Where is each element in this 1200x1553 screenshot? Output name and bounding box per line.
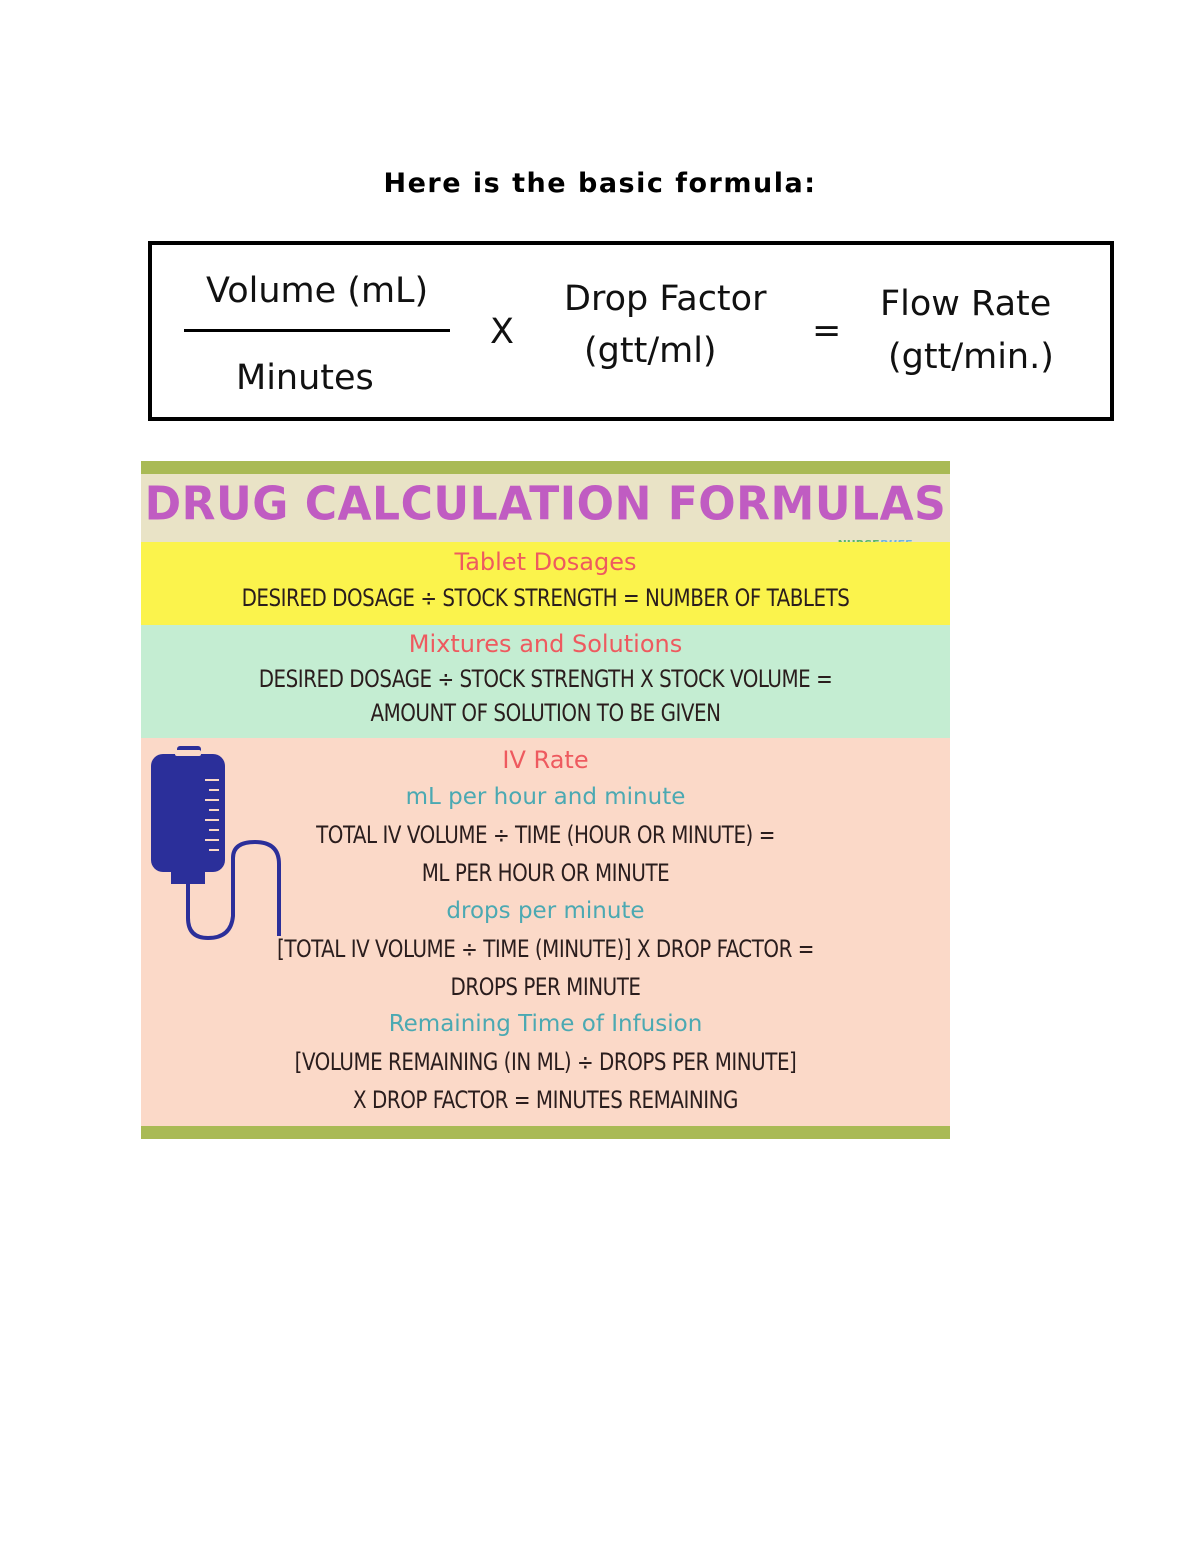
formula-flow-rate-unit: (gtt/min.) [888,337,1054,377]
drug-calculation-poster: DRUG CALCULATION FORMULAS NURSEBUFF Tabl… [141,461,950,1139]
ml-per-hour-heading: mL per hour and minute [405,784,686,810]
mixtures-formula-line2: AMOUNT OF SOLUTION TO BE GIVEN [370,699,721,727]
iv-bag-icon [151,746,281,941]
poster-title-strip [141,474,950,542]
formula-drop-factor-unit: (gtt/ml) [584,331,717,371]
flow-rate-formula-box: Volume (mL) Minutes X Drop Factor (gtt/m… [148,241,1114,421]
tablet-formula: DESIRED DOSAGE ÷ STOCK STRENGTH = NUMBER… [241,584,850,612]
formula-heading: Here is the basic formula: [383,168,817,199]
tablet-dosages-section: Tablet Dosages DESIRED DOSAGE ÷ STOCK ST… [141,542,950,625]
formula-equals-sign: = [812,311,842,351]
drops-formula-line2: DROPS PER MINUTE [450,973,641,1001]
formula-drop-factor: Drop Factor [564,279,767,319]
iv-bag-port [171,872,205,884]
mixtures-heading: Mixtures and Solutions [408,630,683,658]
mixtures-formula-line1: DESIRED DOSAGE ÷ STOCK STRENGTH X STOCK … [258,665,833,693]
drops-per-minute-heading: drops per minute [446,898,645,924]
poster-bottom-bar [141,1126,950,1139]
formula-denominator: Minutes [236,358,374,398]
iv-rate-section: IV Rate mL per hour and minute TOTAL IV … [141,738,950,1126]
formula-numerator: Volume (mL) [206,271,429,311]
remaining-time-heading: Remaining Time of Infusion [388,1011,703,1037]
mixtures-section: Mixtures and Solutions DESIRED DOSAGE ÷ … [141,625,950,738]
formula-flow-rate: Flow Rate [880,284,1052,324]
remaining-formula-line2: X DROP FACTOR = MINUTES REMAINING [353,1086,738,1114]
formula-times-sign: X [490,312,514,352]
tablet-heading: Tablet Dosages [454,548,637,576]
iv-tube [186,839,281,941]
drops-formula-line1: [TOTAL IV VOLUME ÷ TIME (MINUTE)] X DROP… [277,935,814,963]
fraction-line [184,329,450,332]
poster-title: DRUG CALCULATION FORMULAS [144,477,947,532]
ml-formula-line2: ML PER HOUR OR MINUTE [421,859,670,887]
iv-bag-body [151,754,225,872]
remaining-formula-line1: [VOLUME REMAINING (IN ML) ÷ DROPS PER MI… [294,1048,797,1076]
iv-bag-hole [175,750,201,756]
iv-rate-heading: IV Rate [502,746,589,774]
iv-bag-scale [205,779,219,851]
poster-top-bar [141,461,950,474]
ml-formula-line1: TOTAL IV VOLUME ÷ TIME (HOUR OR MINUTE) … [316,821,775,849]
